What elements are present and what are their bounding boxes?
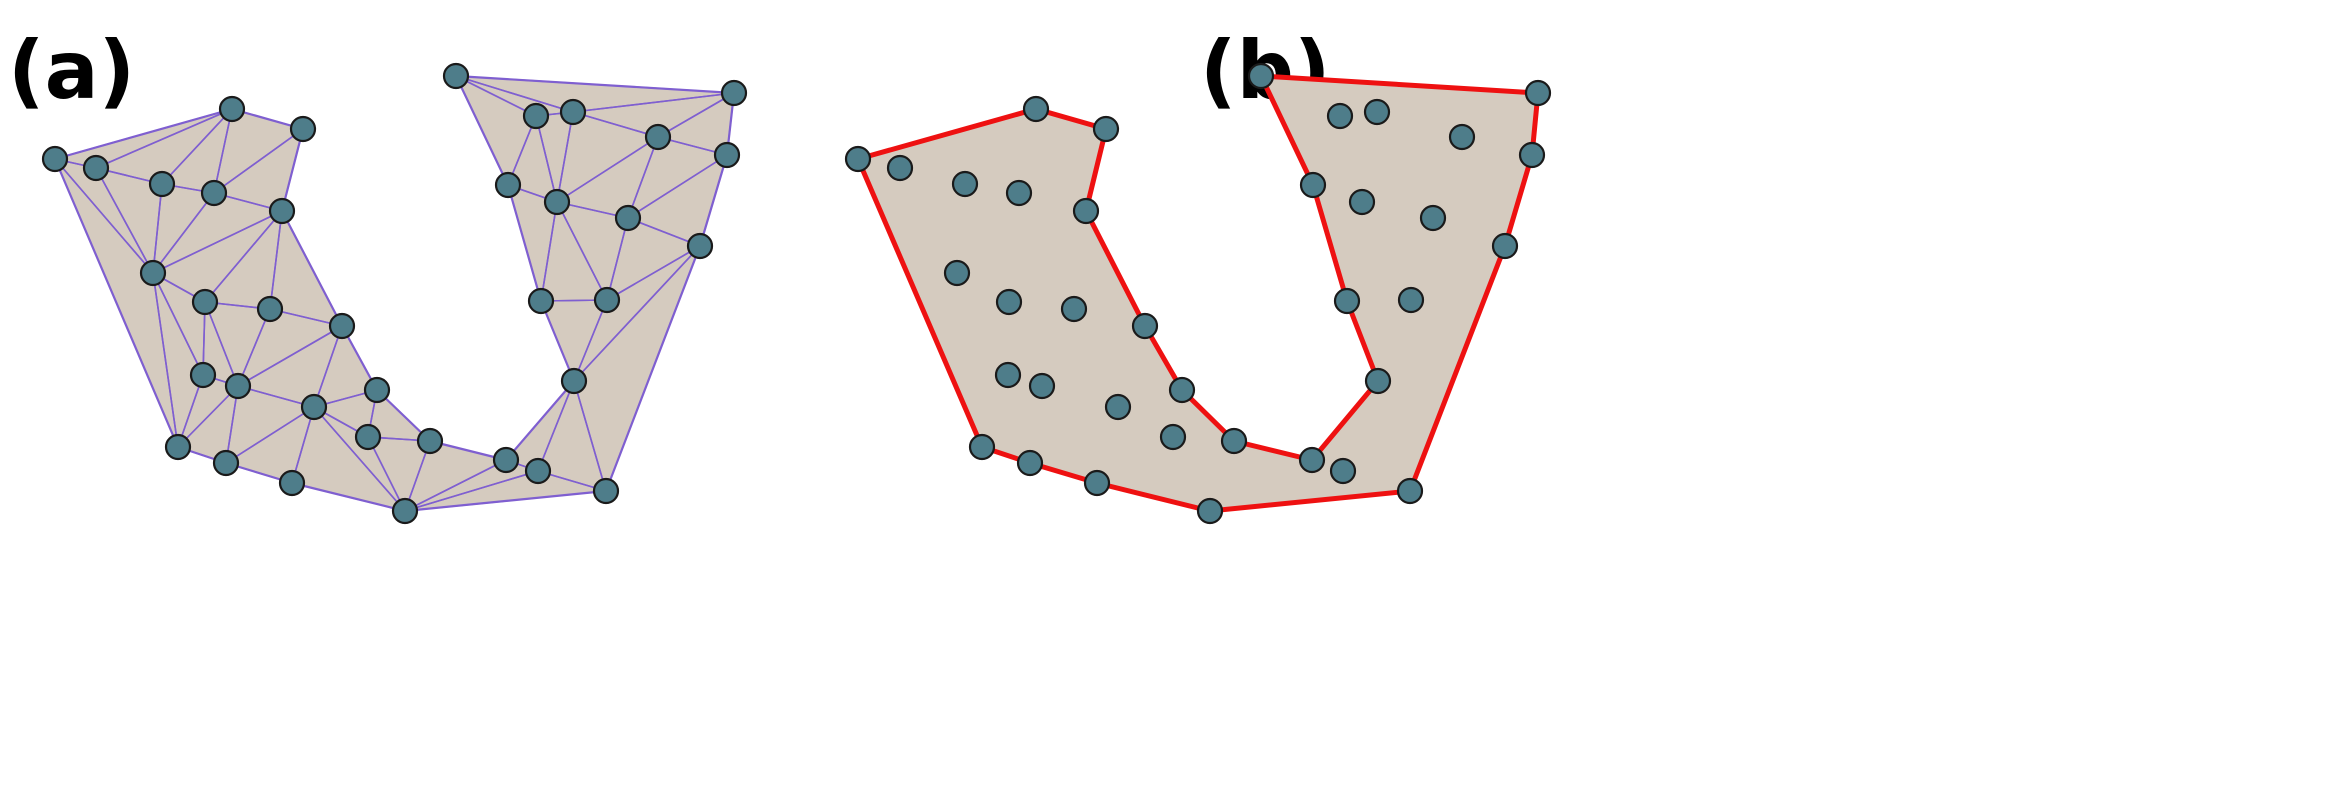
panel-b-interior-point-12 [1326, 102, 1354, 130]
panel-b-boundary-point-19 [1016, 449, 1044, 477]
panel-a-point-1 [41, 145, 69, 173]
panel-a-point-36 [527, 287, 555, 315]
panel-b-boundary-point-14 [1518, 141, 1546, 169]
panel-b-boundary-point-5 [1131, 312, 1159, 340]
panel-a-point-4 [218, 95, 246, 123]
panel-b-boundary [844, 62, 1552, 525]
panel-a-point-7 [268, 197, 296, 225]
panel-b-boundary-point-13 [1524, 79, 1552, 107]
panel-a-label: (a) [8, 24, 135, 117]
panel-a-point-16 [354, 423, 382, 451]
panel-a-point-11 [328, 312, 356, 340]
panel-b-boundary-point-16 [1396, 477, 1424, 505]
panel-a-point-18 [164, 433, 192, 461]
panel-b-boundary-point-8 [1298, 446, 1326, 474]
panel-b-interior-point-17 [1397, 286, 1425, 314]
panel-a-point-23 [524, 457, 552, 485]
panel-a-triangulation [41, 62, 748, 525]
panel-b-points [844, 62, 1552, 525]
panel-a-point-19 [212, 449, 240, 477]
panel-b-interior-point-15 [1348, 188, 1376, 216]
panel-b-interior-point-9 [1104, 393, 1132, 421]
panel-b-interior-point-2 [951, 170, 979, 198]
panel-a-point-17 [416, 427, 444, 455]
panel-b-boundary-point-1 [844, 145, 872, 173]
panel-b-interior-point-3 [1005, 179, 1033, 207]
panel-a-points [41, 62, 748, 525]
panel-a-point-30 [644, 123, 672, 151]
panel-a-point-12 [189, 361, 217, 389]
panel-b-interior-point-6 [1060, 295, 1088, 323]
panel-b-interior-point-7 [994, 361, 1022, 389]
panel-a-point-9 [191, 288, 219, 316]
panel-b-interior-point-1 [886, 154, 914, 182]
panel-b-boundary-point-11 [1299, 171, 1327, 199]
panel-b-boundary-point-7 [1220, 427, 1248, 455]
panel-b-boundary-point-12 [1247, 62, 1275, 90]
panel-a-triangle-edges [53, 74, 736, 513]
panel-b-interior-point-11 [1329, 457, 1357, 485]
panel-b-boundary-point-6 [1168, 376, 1196, 404]
panel-a-point-2 [82, 154, 110, 182]
panel-a-point-32 [494, 171, 522, 199]
panel-a-point-20 [278, 469, 306, 497]
panel-a-point-14 [300, 393, 328, 421]
panel-a-point-33 [543, 188, 571, 216]
panel-b-boundary-point-17 [1196, 497, 1224, 525]
panel-a-point-21 [391, 497, 419, 525]
panel-a-point-6 [200, 179, 228, 207]
panel-b-boundary-point-20 [968, 433, 996, 461]
panel-a-point-13 [224, 372, 252, 400]
panel-a-point-29 [559, 98, 587, 126]
panel-b-interior-point-16 [1419, 204, 1447, 232]
panel-a-point-35 [686, 232, 714, 260]
panel-a-point-5 [289, 115, 317, 143]
panel-b-interior-point-10 [1159, 423, 1187, 451]
panel-b-boundary-point-9 [1364, 367, 1392, 395]
panel-a-point-31 [713, 141, 741, 169]
panel-b-region [858, 76, 1538, 511]
panel-a-point-28 [522, 102, 550, 130]
panel-a-point-3 [148, 170, 176, 198]
panel-b-region-fill [858, 76, 1538, 511]
panel-a-point-34 [614, 204, 642, 232]
panel-a-point-25 [560, 367, 588, 395]
panel-b-interior-point-4 [943, 259, 971, 287]
panel-a-point-15 [363, 376, 391, 404]
panel-b-interior-point-13 [1363, 98, 1391, 126]
panel-a-point-22 [492, 446, 520, 474]
panel-b-boundary-point-10 [1333, 287, 1361, 315]
panel-b-interior-point-5 [995, 288, 1023, 316]
panel-b-interior-point-14 [1448, 123, 1476, 151]
panel-b-boundary-point-18 [1083, 469, 1111, 497]
panel-b-boundary-point-15 [1491, 232, 1519, 260]
panel-a-point-27 [720, 79, 748, 107]
panel-a-point-26 [442, 62, 470, 90]
panel-b-boundary-point-2 [1022, 95, 1050, 123]
panel-a-point-8 [139, 259, 167, 287]
panel-b-boundary-point-3 [1092, 115, 1120, 143]
panel-b-boundary-point-4 [1072, 197, 1100, 225]
panel-a-point-24 [592, 477, 620, 505]
panel-a-point-37 [593, 286, 621, 314]
panel-b-interior-point-8 [1028, 372, 1056, 400]
panel-a-point-10 [256, 295, 284, 323]
